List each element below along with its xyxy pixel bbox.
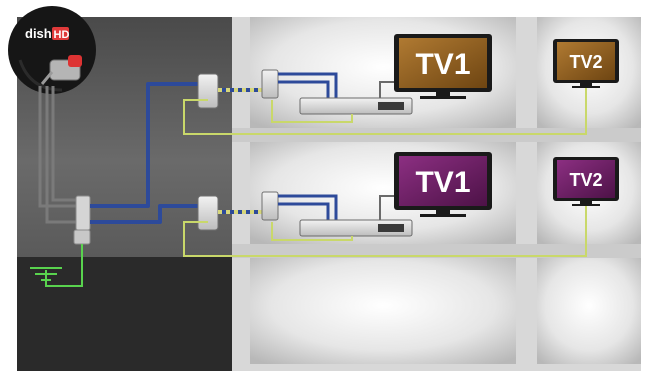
wall-splitter-floor1 [197, 73, 219, 109]
room-floor3-left [250, 258, 516, 364]
ground-area [17, 257, 232, 371]
ground-wire [45, 244, 83, 287]
tv2-floor1-label: TV2 [569, 52, 602, 72]
grounding-block [73, 195, 91, 245]
receiver-coax [278, 72, 338, 222]
diplexer-floor2 [261, 191, 279, 221]
tv2-floor2: TV2 [553, 157, 619, 206]
striped-cables [218, 88, 262, 214]
tv2-floor2-label: TV2 [569, 170, 602, 190]
dishhd-logo: dish HD [25, 26, 69, 41]
diplexer-floor1 [261, 69, 279, 99]
receiver-floor1 [299, 97, 413, 115]
ground-symbol [30, 267, 62, 281]
tv2-floor1: TV2 [553, 39, 619, 88]
receiver-floor2 [299, 219, 413, 237]
tv1-floor2-label: TV1 [415, 166, 470, 199]
floor-slab-2 [232, 244, 641, 258]
tv1-floor1-label: TV1 [415, 48, 470, 81]
satellite-dish [8, 6, 96, 94]
logo-hd-badge [52, 27, 69, 40]
logo-dish-text: dish [25, 26, 52, 41]
wall-splitter-floor2 [197, 195, 219, 231]
logo-hd-text: HD [54, 29, 70, 41]
blue-coax-cables [90, 82, 198, 224]
tv1-floor1: TV1 [394, 34, 492, 99]
yellow-coax-cables [183, 88, 587, 257]
hdmi-cables [379, 81, 396, 220]
lnb-cables [38, 86, 78, 224]
tv1-floor2: TV1 [394, 152, 492, 217]
room-floor3-right [537, 258, 641, 364]
